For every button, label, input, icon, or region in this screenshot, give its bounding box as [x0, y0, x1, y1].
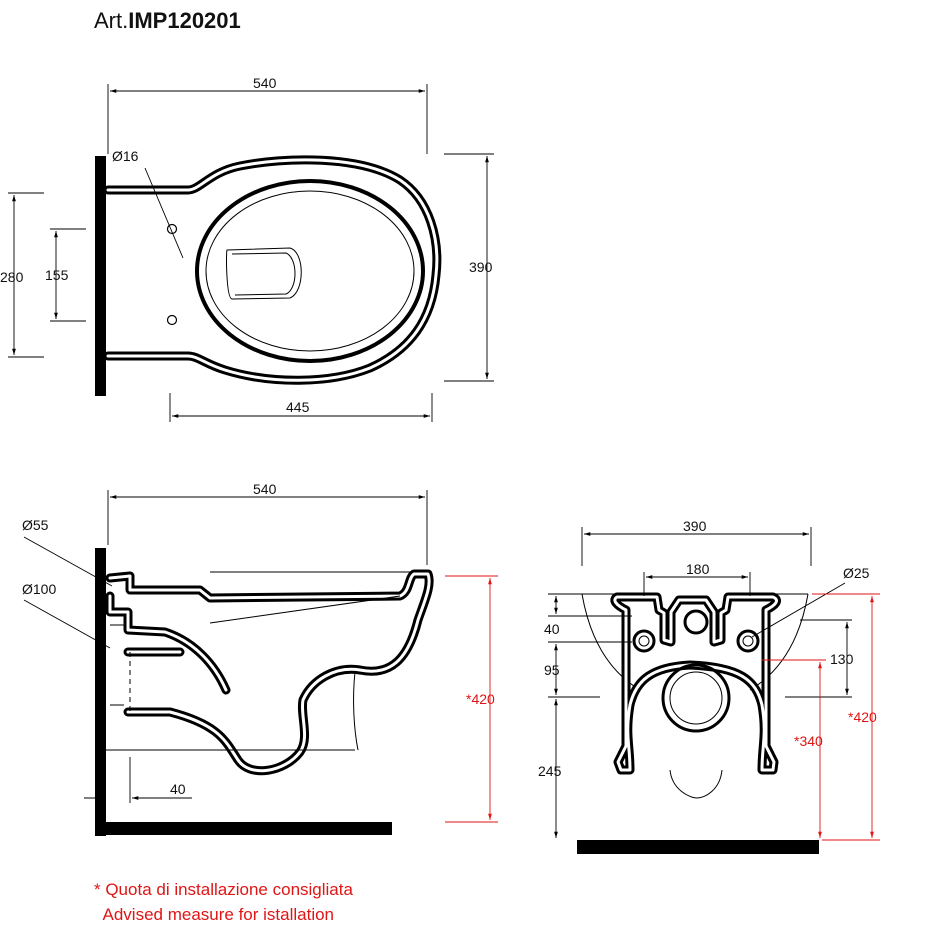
top-fixing-hole-lower — [166, 314, 178, 326]
note-english: Advised measure for istallation — [94, 905, 335, 924]
front-bolt-diameter: Ø25 — [843, 565, 870, 581]
side-wall-plate — [95, 548, 106, 836]
note-italian: * Quota di installazione consigliata — [94, 880, 353, 899]
top-wall-plate — [95, 156, 106, 396]
top-dim-155: 155 — [45, 267, 69, 283]
front-bolt-hole-left — [632, 629, 656, 653]
side-bowl-outline — [105, 569, 434, 776]
front-bowl-silhouette — [581, 593, 809, 691]
article-code: IMP120201 — [128, 8, 241, 33]
top-dim-390: 390 — [469, 259, 493, 275]
top-rim-ring — [195, 179, 425, 363]
front-bolt-hole-right — [736, 629, 760, 653]
front-install-420: *420 — [848, 709, 877, 725]
side-inlet-diameter: Ø100 — [22, 581, 56, 597]
front-inlet-hole — [683, 609, 709, 635]
front-dim-390: 390 — [683, 518, 707, 534]
front-dim-245: 245 — [538, 763, 562, 779]
front-floor-plate — [577, 840, 819, 854]
top-dim-445: 445 — [286, 399, 310, 415]
front-dim-40: 40 — [544, 621, 560, 637]
top-fixing-hole-upper — [166, 223, 178, 235]
front-view: 390 180 Ø25 40 95 245 130 — [538, 518, 880, 854]
article-title: Art.IMP120201 — [94, 8, 241, 34]
top-view: 540 390 445 280 155 Ø16 — [0, 75, 494, 422]
front-outlet-ring — [661, 663, 731, 733]
side-trap-outline — [105, 591, 231, 695]
side-dim-40: 40 — [170, 781, 186, 797]
top-dim-280: 280 — [0, 269, 24, 285]
top-drain-opening — [226, 247, 302, 300]
top-dim-540: 540 — [253, 75, 277, 91]
side-install-height: *420 — [466, 691, 495, 707]
front-dim-95: 95 — [544, 662, 560, 678]
front-dim-180: 180 — [686, 561, 710, 577]
side-outlet-diameter: Ø55 — [22, 517, 49, 533]
front-dim-130: 130 — [830, 651, 854, 667]
article-prefix: Art. — [94, 8, 129, 33]
side-floor-plate — [106, 822, 392, 835]
side-dim-540: 540 — [253, 481, 277, 497]
top-bowl-outline — [103, 155, 442, 385]
top-hole-diameter: Ø16 — [112, 148, 139, 164]
side-view: 540 Ø55 Ø100 40 *420 — [22, 481, 498, 836]
side-water-line — [209, 595, 401, 624]
front-install-340: *340 — [794, 733, 823, 749]
